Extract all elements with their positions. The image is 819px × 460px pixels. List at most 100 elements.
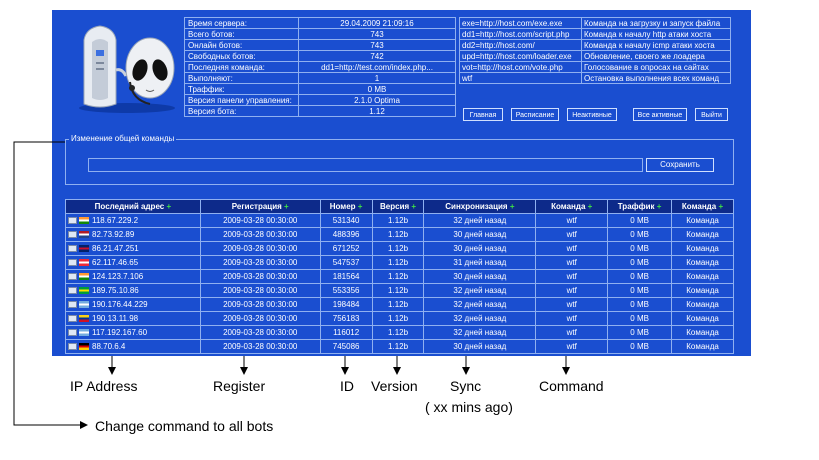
computer-icon[interactable] xyxy=(68,273,77,281)
annotation-version: Version xyxy=(371,378,418,394)
column-header-label: Синхронизация xyxy=(445,202,508,211)
column-header-label: Регистрация xyxy=(231,202,282,211)
computer-icon[interactable] xyxy=(68,301,77,309)
country-flag-icon xyxy=(79,273,89,281)
info-row: Всего ботов:743 xyxy=(184,28,456,40)
ip-address: 190.13.11.98 xyxy=(92,314,139,323)
command-cell: wtf xyxy=(535,339,609,354)
annotation-sync-sub: ( xx mins ago) xyxy=(425,399,513,415)
ip-address: 190.176.44.229 xyxy=(92,300,148,309)
logout-button[interactable]: Выйти xyxy=(695,108,728,121)
country-flag-icon xyxy=(79,245,89,253)
ip-address: 82.73.92.89 xyxy=(92,230,135,239)
computer-icon[interactable] xyxy=(68,315,77,323)
change-command-fieldset: Изменение общей команды Сохранить xyxy=(65,134,734,185)
sort-plus-icon[interactable]: + xyxy=(718,202,724,211)
ip-address: 118.67.229.2 xyxy=(92,216,139,225)
nav-buttons: Главная Расписание Неактивные Все активн… xyxy=(463,108,733,121)
ip-cell: 117.192.167.60 xyxy=(65,325,201,340)
country-flag-icon xyxy=(79,217,89,225)
sort-plus-icon[interactable]: + xyxy=(411,202,417,211)
ip-address: 124.123.7.106 xyxy=(92,272,144,281)
column-header[interactable]: Номер + xyxy=(319,199,373,214)
country-flag-icon xyxy=(79,301,89,309)
country-flag-icon xyxy=(79,343,89,351)
mascot-logo xyxy=(79,25,175,113)
info-row: Онлайн ботов:743 xyxy=(184,39,456,51)
command-link[interactable]: Команда xyxy=(671,339,734,354)
country-flag-icon xyxy=(79,287,89,295)
annotation-ip: IP Address xyxy=(70,378,138,394)
sort-plus-icon[interactable]: + xyxy=(509,202,515,211)
bots-table: Последний адрес +Регистрация +Номер +Вер… xyxy=(65,199,734,354)
ip-address: 88.70.6.4 xyxy=(92,342,126,351)
column-header-label: Команда xyxy=(551,202,586,211)
ip-address: 117.192.167.60 xyxy=(92,328,148,337)
info-value: 1.12 xyxy=(298,105,456,117)
sort-plus-icon[interactable]: + xyxy=(166,202,172,211)
traffic-cell: 0 MB xyxy=(607,339,673,354)
command-ref-row: dd2=http://host.com/Команда к началу icm… xyxy=(459,39,731,51)
column-header-label: Траффик xyxy=(617,202,655,211)
column-header-label: Номер xyxy=(329,202,356,211)
sync-cell: 30 дней назад xyxy=(423,339,537,354)
country-flag-icon xyxy=(79,259,89,267)
country-flag-icon xyxy=(79,329,89,337)
annotation-change-all: Change command to all bots xyxy=(95,418,274,434)
info-row: Версия бота:1.12 xyxy=(184,105,456,117)
computer-icon[interactable] xyxy=(68,287,77,295)
info-row: Последняя команда:dd1=http://test.com/in… xyxy=(184,61,456,73)
ip-cell: 88.70.6.4 xyxy=(65,339,201,354)
schedule-button[interactable]: Расписание xyxy=(511,108,559,121)
computer-icon[interactable] xyxy=(68,245,77,253)
sort-plus-icon[interactable]: + xyxy=(357,202,363,211)
main-button[interactable]: Главная xyxy=(463,108,503,121)
country-flag-icon xyxy=(79,315,89,323)
column-header-label: Версия xyxy=(380,202,410,211)
annotation-register: Register xyxy=(213,378,266,394)
column-header-label: Команда xyxy=(681,202,717,211)
id-cell: 745086 xyxy=(319,339,373,354)
sort-plus-icon[interactable]: + xyxy=(284,202,289,211)
command-ref-desc: Остановка выполнения всех команд xyxy=(581,72,731,84)
annotation-sync: Sync xyxy=(450,378,482,394)
computer-icon[interactable] xyxy=(68,259,77,267)
info-row: Выполняют:1 xyxy=(184,72,456,84)
save-button[interactable]: Сохранить xyxy=(646,158,714,172)
command-input[interactable] xyxy=(88,158,643,172)
column-header-label: Последний адрес xyxy=(94,202,165,211)
ip-address: 189.75.10.86 xyxy=(92,286,139,295)
ip-address: 62.117.46.65 xyxy=(92,258,139,267)
change-command-legend: Изменение общей команды xyxy=(69,134,177,143)
annotation-id: ID xyxy=(340,378,354,394)
computer-icon[interactable] xyxy=(68,343,77,351)
computer-icon[interactable] xyxy=(68,231,77,239)
info-row: Версия панели управления:2.1.0 Optima xyxy=(184,94,456,106)
sort-plus-icon[interactable]: + xyxy=(587,202,593,211)
arrow-change-all xyxy=(13,141,88,429)
computer-icon[interactable] xyxy=(68,329,77,337)
inactive-button[interactable]: Неактивные xyxy=(567,108,617,121)
country-flag-icon xyxy=(79,231,89,239)
column-header[interactable]: Команда + xyxy=(535,199,609,214)
ip-address: 86.21.47.251 xyxy=(92,244,139,253)
column-header[interactable]: Синхронизация + xyxy=(423,199,537,214)
annotation-command: Command xyxy=(539,378,604,394)
version-cell: 1.12b xyxy=(371,339,425,354)
sort-plus-icon[interactable]: + xyxy=(656,202,662,211)
registration-cell: 2009-03-28 00:30:00 xyxy=(199,339,321,354)
computer-icon[interactable] xyxy=(68,217,77,225)
all-active-button[interactable]: Все активные xyxy=(633,108,687,121)
